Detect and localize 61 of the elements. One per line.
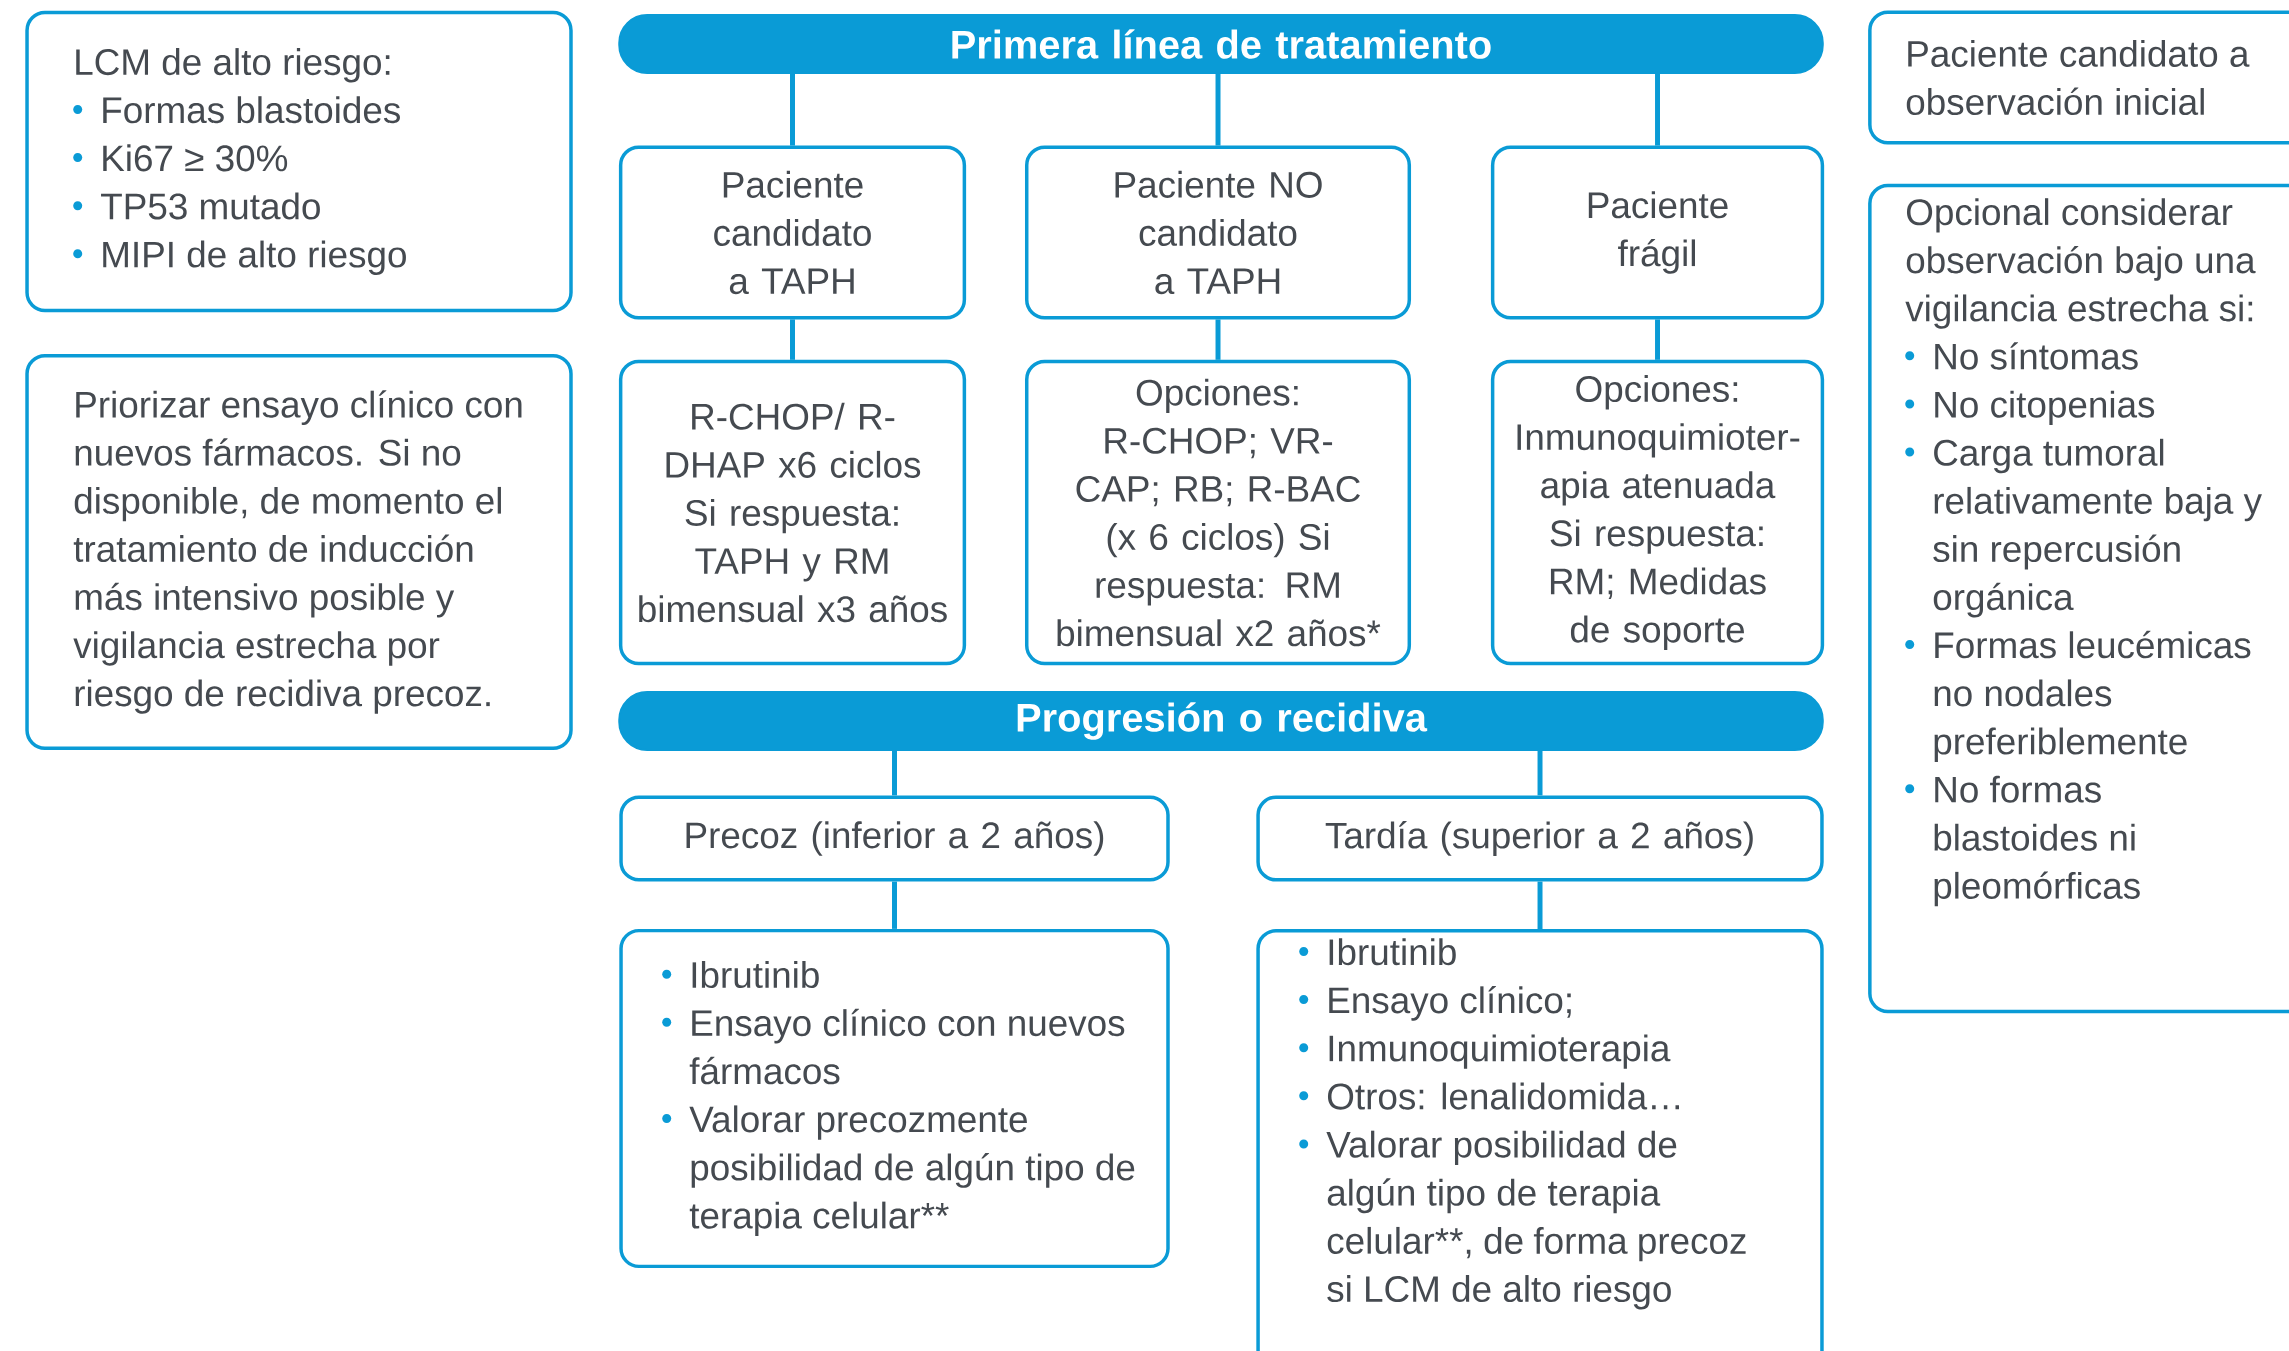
box-text: Tardía (superior a 2 años) [1325,821,1753,856]
connector-line [790,319,795,360]
text-box [1256,929,1824,1351]
text-box [1256,795,1824,882]
box-text: Paciente NO candidato a TAPH [1115,170,1322,295]
box-text: Inmunoquimioter-apia atenuada [1517,423,1800,506]
connector-line [790,73,795,146]
connector-line [1537,881,1543,930]
box-text: Priorizar ensayo clínico con nuevos fármacos. Si no disponible, de momento el tratamiento de inducción más intensivo posible y vigilancia estrecha por riesgo de recidiva precoz. [73,390,522,714]
text-box [619,795,1170,882]
connector-line [1655,319,1660,360]
box-text: LCM de alto riesgo: [76,48,390,83]
text-box [25,354,573,750]
bullet-item: Ki67 ≥ 30% [73,144,288,172]
header-banner [618,691,1824,751]
text-box [25,10,573,313]
connector-line [892,881,897,929]
banner-title: Primera línea de tratamiento [952,29,1491,59]
connector-line [1537,750,1543,796]
bullet-item: Otros: lenalidomida… [1299,1082,1679,1110]
bullet-item: Ibrutinib [1299,938,1456,966]
bullet-item: Valorar posibilidad de algún tipo de terapia celular**, de forma precoz si LCM de alto riesgo [1299,1130,1746,1310]
connector-line [1215,319,1221,360]
header-banner [618,14,1824,74]
bullet-item: Ibrutinib [662,961,819,989]
bullet-item: Inmunoquimioterapia [1299,1034,1671,1069]
box-text: Precoz (inferior a 2 años) [686,821,1104,856]
text-box [619,928,1170,1269]
box-text: R-CHOP; VR-CAP; RB; R-BAC (x 6 ciclos) Si respuesta: RM bimensual x2 años* [1057,427,1381,647]
bullet-item: Ensayo clínico con nuevos fármacos [662,1008,1125,1085]
connector-line [1215,73,1221,146]
text-box [1025,145,1412,320]
box-text: Paciente candidato a observación inicial [1906,39,2250,116]
connector-line [1655,73,1660,146]
connector-line [892,750,897,796]
bullet-item: Formas leucémicas no nodales preferiblemente [1905,630,2251,762]
box-text: Si respuesta: TAPH y RM bimensual x3 años [639,498,947,623]
bullet-item: MIPI de alto riesgo [73,240,406,275]
bullet-item: TP53 mutado [73,192,320,220]
bullet-item: Formas blastoides [73,96,400,124]
box-text: Paciente candidato a TAPH [714,170,871,295]
box-text: Opciones: [1136,378,1298,414]
bullet-item: No formas blastoides ni pleomórficas [1905,775,2140,907]
box-text: Paciente frágil [1588,191,1728,274]
text-box [1490,145,1825,320]
box-text: Opciones: [1576,375,1738,410]
bullet-item: No síntomas [1905,342,2138,370]
box-text: R-CHOP/ R-DHAP x6 ciclos [666,402,921,478]
box-text: Opcional considerar observación bajo una vigilancia estrecha si: [1905,198,2256,329]
box-text: Si respuesta: RM; Medidas de soporte [1550,519,1766,650]
text-box [618,359,967,666]
text-box [618,145,967,320]
text-box [1490,359,1825,666]
text-box [1868,10,2289,145]
text-box [1025,359,1412,666]
text-box [1868,183,2289,1014]
bullet-item: No citopenias [1905,390,2155,426]
bullet-item: Valorar precozmente posibilidad de algún tipo de terapia celular** [662,1105,1135,1236]
bullet-item: Ensayo clínico; [1299,985,1571,1021]
bullet-item: Carga tumoral relativamente baja y sin repercusión orgánica [1905,438,2262,618]
banner-title: Progresión o recidiva [1017,702,1428,740]
